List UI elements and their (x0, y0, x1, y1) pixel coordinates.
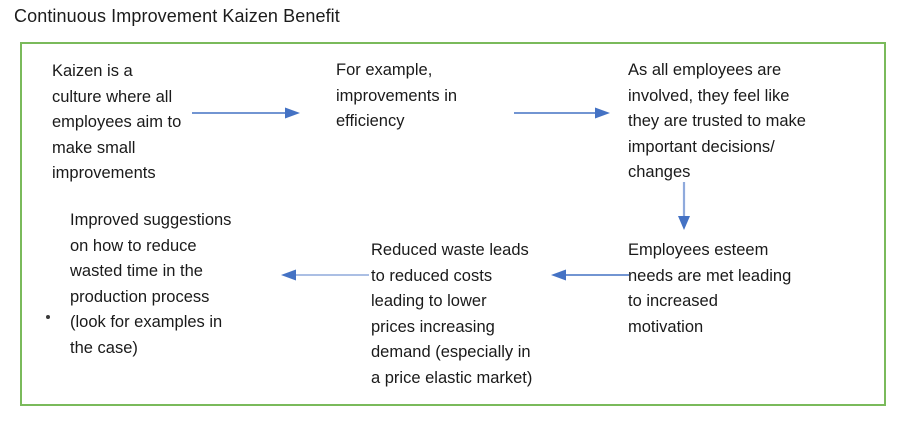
node-kaizen-culture: Kaizen is a culture where all employees … (52, 62, 182, 182)
arrow-kaizen-to-example-icon (192, 104, 300, 122)
arrow-suggestions-to-waste-icon (281, 266, 369, 284)
node-improved-suggestions: Reduced waste leads to reduced costs lea… (371, 241, 533, 387)
arrow-employees-down-icon (675, 182, 693, 230)
node-employees-esteem: Employees esteem needs are met leading t… (628, 241, 792, 336)
node-example-efficiency: For example, improvements in efficiency (336, 61, 458, 130)
arrow-esteem-to-suggestions-icon (551, 266, 629, 284)
page-title: Continuous Improvement Kaizen Benefit (14, 6, 340, 26)
bullet-dot-icon (46, 315, 50, 319)
node-reduced-waste: Improved suggestions on how to reduce wa… (70, 211, 232, 357)
node-employees-involved: As all employees are involved, they feel… (628, 61, 806, 181)
diagram-frame (20, 42, 886, 406)
arrow-example-to-employees-icon (514, 104, 610, 122)
